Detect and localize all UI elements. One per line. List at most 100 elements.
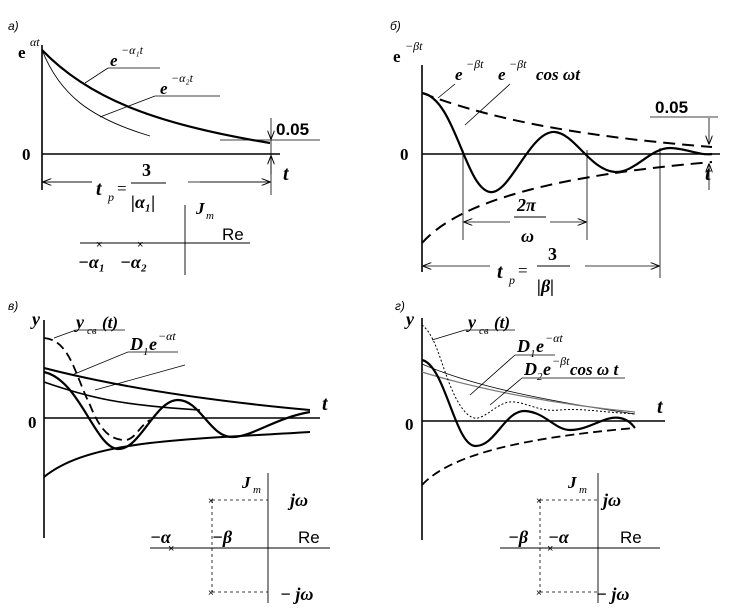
panel-a-curve-alpha1 [41,49,271,145]
panel-d-leader-d1 [469,354,516,396]
panel-a-curve-alpha2 [41,49,151,137]
panel-b-osc-label: e [498,65,506,84]
panel-b-env-upper [421,92,713,148]
panel-c-exp-component [43,381,201,411]
panel-d-d1-sub: 1 [530,348,536,360]
panel-c-jw-neg: − jω [280,584,313,604]
panel-a-im-label: J [195,199,205,218]
panel-c-d1-e: e [149,334,157,354]
panel-d-env-lower [421,427,636,486]
panel-d-ycb-arg: (t) [494,313,510,332]
panel-d: г) y 0 t y св (t) D 1 e −αt D 2 e −βt co… [395,299,665,604]
panel-d-root-alpha: −α [548,527,570,547]
panel-c-im-sub: m [253,484,261,496]
panel-c-env-lower [43,431,311,478]
panel-a-curve1-exp: −α₁t [121,43,144,57]
panel-c-env-upper [43,367,311,411]
panel-d-d1-e: e [536,336,544,356]
panel-c-y-label: y [30,309,41,329]
panel-d-letter: г) [395,299,405,313]
panel-c-ycb-arg: (t) [102,313,118,332]
panel-b-period-num: 2π [516,195,537,215]
panel-c: в) y 0 t y св (t) D 1 e −αt × × × J m jω… [8,299,330,604]
panel-d-d1-exp: −αt [545,331,563,345]
panel-d-d2-e: e [543,359,551,379]
panel-b-env-label: e [455,65,463,84]
panel-a-t-axis-label: t [283,163,290,185]
panel-d-zero: 0 [405,415,414,434]
panel-b-osc-tail: cos ωt [536,65,581,84]
panel-a: а) e αt 0 t e −α₁t e −α₂t 0.05 t p = 3 |… [8,19,320,275]
panel-d-t-axis-label: t [657,396,664,418]
panel-b-tp-label: t [497,261,504,283]
panel-d-ycb-curve [421,324,636,419]
panel-d-d2-tail: cos ω t [570,360,619,379]
panel-a-numerator: 3 [142,160,151,180]
panel-b-tolerance: 0.05 [655,98,688,117]
panel-b-numerator: 3 [548,244,557,264]
panel-d-osc-curve [421,358,636,448]
panel-b-denominator: |β| [537,276,554,296]
panel-a-root2-label: −α₂ [120,252,147,272]
panel-c-letter: в) [8,299,18,313]
panel-d-re-label: Re [620,528,642,547]
panel-d-root-beta: −β [508,527,529,547]
panel-b-env-exp: −βt [466,57,484,71]
panel-a-root1-mark: × [96,239,102,251]
panel-d-d2-sub: 2 [537,371,543,383]
panel-c-jw-pos: jω [287,490,308,510]
panel-a-eq: = [117,179,127,198]
panel-a-tp-label-bg [92,160,188,210]
panel-d-ycb-label: y [466,312,477,332]
panel-c-d1-exp: −αt [158,329,176,343]
panel-d-pole-lower: × [536,588,542,599]
panel-a-im-sub: m [206,210,214,222]
panel-d-jw-neg: − jω [596,584,629,604]
panel-c-root-alpha: −α [150,527,172,547]
panel-d-d2-label: D [523,359,537,379]
panel-d-y-label: y [404,309,415,329]
panel-b-t-axis-label: t [705,163,712,185]
panel-b: б) e −βt 0 t e −βt e −βt cos ωt 0.05 2π … [390,19,720,296]
panel-d-pole-upper: × [536,496,542,507]
panel-a-tp-label: t [96,178,103,200]
panel-c-zero: 0 [28,413,37,432]
panel-c-t-axis-label: t [322,393,329,415]
panel-a-letter: а) [8,19,19,33]
panel-c-pole-lower: × [208,588,214,599]
panel-a-leader-2 [99,95,156,118]
panel-d-d1-label: D [516,336,530,356]
panel-c-ycb-label: y [74,312,85,332]
panel-a-y-label-exp: αt [30,35,40,49]
panel-d-im-sub: m [579,484,587,496]
panel-a-leader-1 [84,67,109,84]
panel-a-curve2-exp: −α₂t [171,71,194,85]
panel-c-d1-label: D [129,334,143,354]
panel-a-root2-mark: × [137,239,143,251]
panel-b-y-label: e [393,47,401,66]
panel-a-tolerance: 0.05 [276,120,309,139]
panel-d-leader-d2 [489,377,523,406]
panel-c-pole-upper: × [208,496,214,507]
panel-c-leader-d1 [71,351,129,376]
panel-d-ycb-sub: св [479,325,489,337]
panel-d-pole-alpha: × [547,543,553,555]
panel-b-eq: = [518,261,528,280]
panel-d-leader-ycb [431,329,466,341]
panel-b-zero: 0 [400,145,409,164]
panel-c-root-beta: −β [212,527,233,547]
panel-a-denominator: |α₁| [131,192,155,212]
panel-b-letter: б) [390,19,401,33]
panel-c-im-label: J [241,473,251,492]
panel-a-y-label: e [18,43,26,62]
panel-b-period-den: ω [521,226,534,246]
panel-b-tp-sub: p [508,273,515,287]
panel-c-osc-curve [43,370,311,451]
panel-c-leader-d1-c [94,364,186,391]
panel-d-env-upper [421,371,636,413]
panel-a-tp-sub: p [107,190,114,204]
panel-d-d2-exp: −βt [552,354,570,368]
panel-c-re-label: Re [298,528,320,547]
panel-c-d1-sub: 1 [143,346,149,358]
panel-a-curve1-label: e [110,51,118,70]
